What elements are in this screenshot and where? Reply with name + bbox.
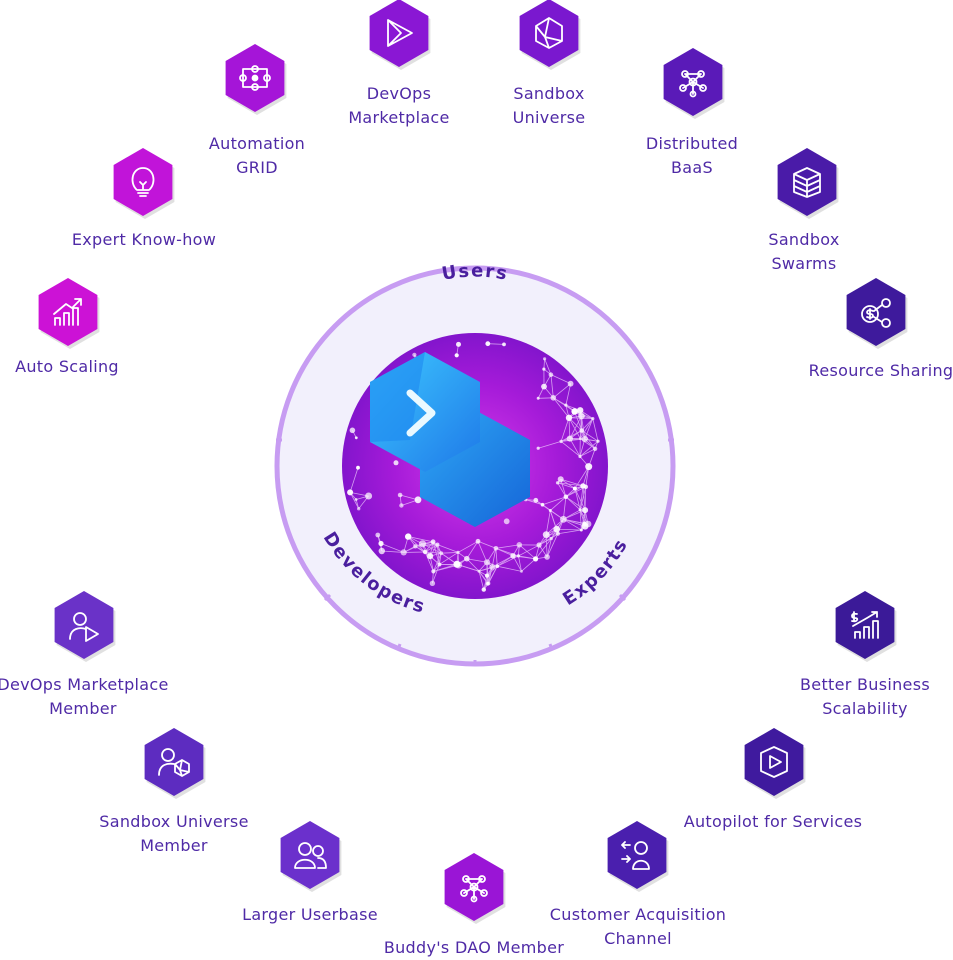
larger-userbase-label: Larger Userbase [242,903,378,927]
distributed-baas-label-line: BaaS [646,156,738,180]
automation-grid-label-line: Automation [209,132,305,156]
sandbox-swarms-hexagon [778,148,839,219]
expert-know-how-hexagon [114,148,175,219]
expert-know-how-label-line: Expert Know-how [72,228,216,252]
sandbox-universe-label-line: Universe [513,106,586,130]
customer-acquisition-channel-label-line: Channel [550,927,726,951]
buddys-dao-member-label-line: Buddy's DAO Member [384,936,564,960]
customer-acquisition-channel-hexagon [608,821,669,892]
expert-know-how-label: Expert Know-how [72,228,216,252]
automation-grid-label-line: GRID [209,156,305,180]
auto-scaling-label-line: Auto Scaling [15,355,119,379]
sandbox-universe-member-label-line: Member [99,834,248,858]
autopilot-for-services-hexagon [745,728,806,799]
devops-marketplace-member-hexagon [55,591,116,662]
resource-sharing-hexagon [847,278,908,349]
larger-userbase-hexagon [281,821,342,892]
automation-grid-hexagon [226,44,287,115]
sandbox-universe-hexagon [520,0,581,70]
devops-marketplace-label-line: Marketplace [348,106,449,130]
devops-marketplace-member-label-line: Member [0,697,169,721]
sandbox-universe-label-line: Sandbox [513,82,586,106]
better-business-scalability-label-line: Scalability [800,697,930,721]
sandbox-swarms-label-line: Swarms [768,252,839,276]
larger-userbase-label-line: Larger Userbase [242,903,378,927]
better-business-scalability-label-line: Better Business [800,673,930,697]
customer-acquisition-channel-label-line: Customer Acquisition [550,903,726,927]
distributed-baas-hexagon [664,48,725,119]
auto-scaling-hexagon [39,278,100,349]
sandbox-universe-member-label-line: Sandbox Universe [99,810,248,834]
devops-marketplace-label-line: DevOps [348,82,449,106]
devops-marketplace-hexagon [370,0,431,70]
better-business-scalability-hexagon [836,591,897,662]
buddys-dao-member-label: Buddy's DAO Member [384,936,564,960]
auto-scaling-label: Auto Scaling [15,355,119,379]
sandbox-universe-member-hexagon [145,728,206,799]
devops-marketplace-member-label-line: DevOps Marketplace [0,673,169,697]
sandbox-swarms-label-line: Sandbox [768,228,839,252]
resource-sharing-label-line: Resource Sharing [809,359,953,383]
ring-label-users: Users [440,260,510,284]
resource-sharing-label: Resource Sharing [809,359,953,383]
autopilot-for-services-label-line: Autopilot for Services [684,810,863,834]
buddys-dao-member-hexagon [445,853,506,924]
autopilot-for-services-label: Autopilot for Services [684,810,863,834]
distributed-baas-label-line: Distributed [646,132,738,156]
